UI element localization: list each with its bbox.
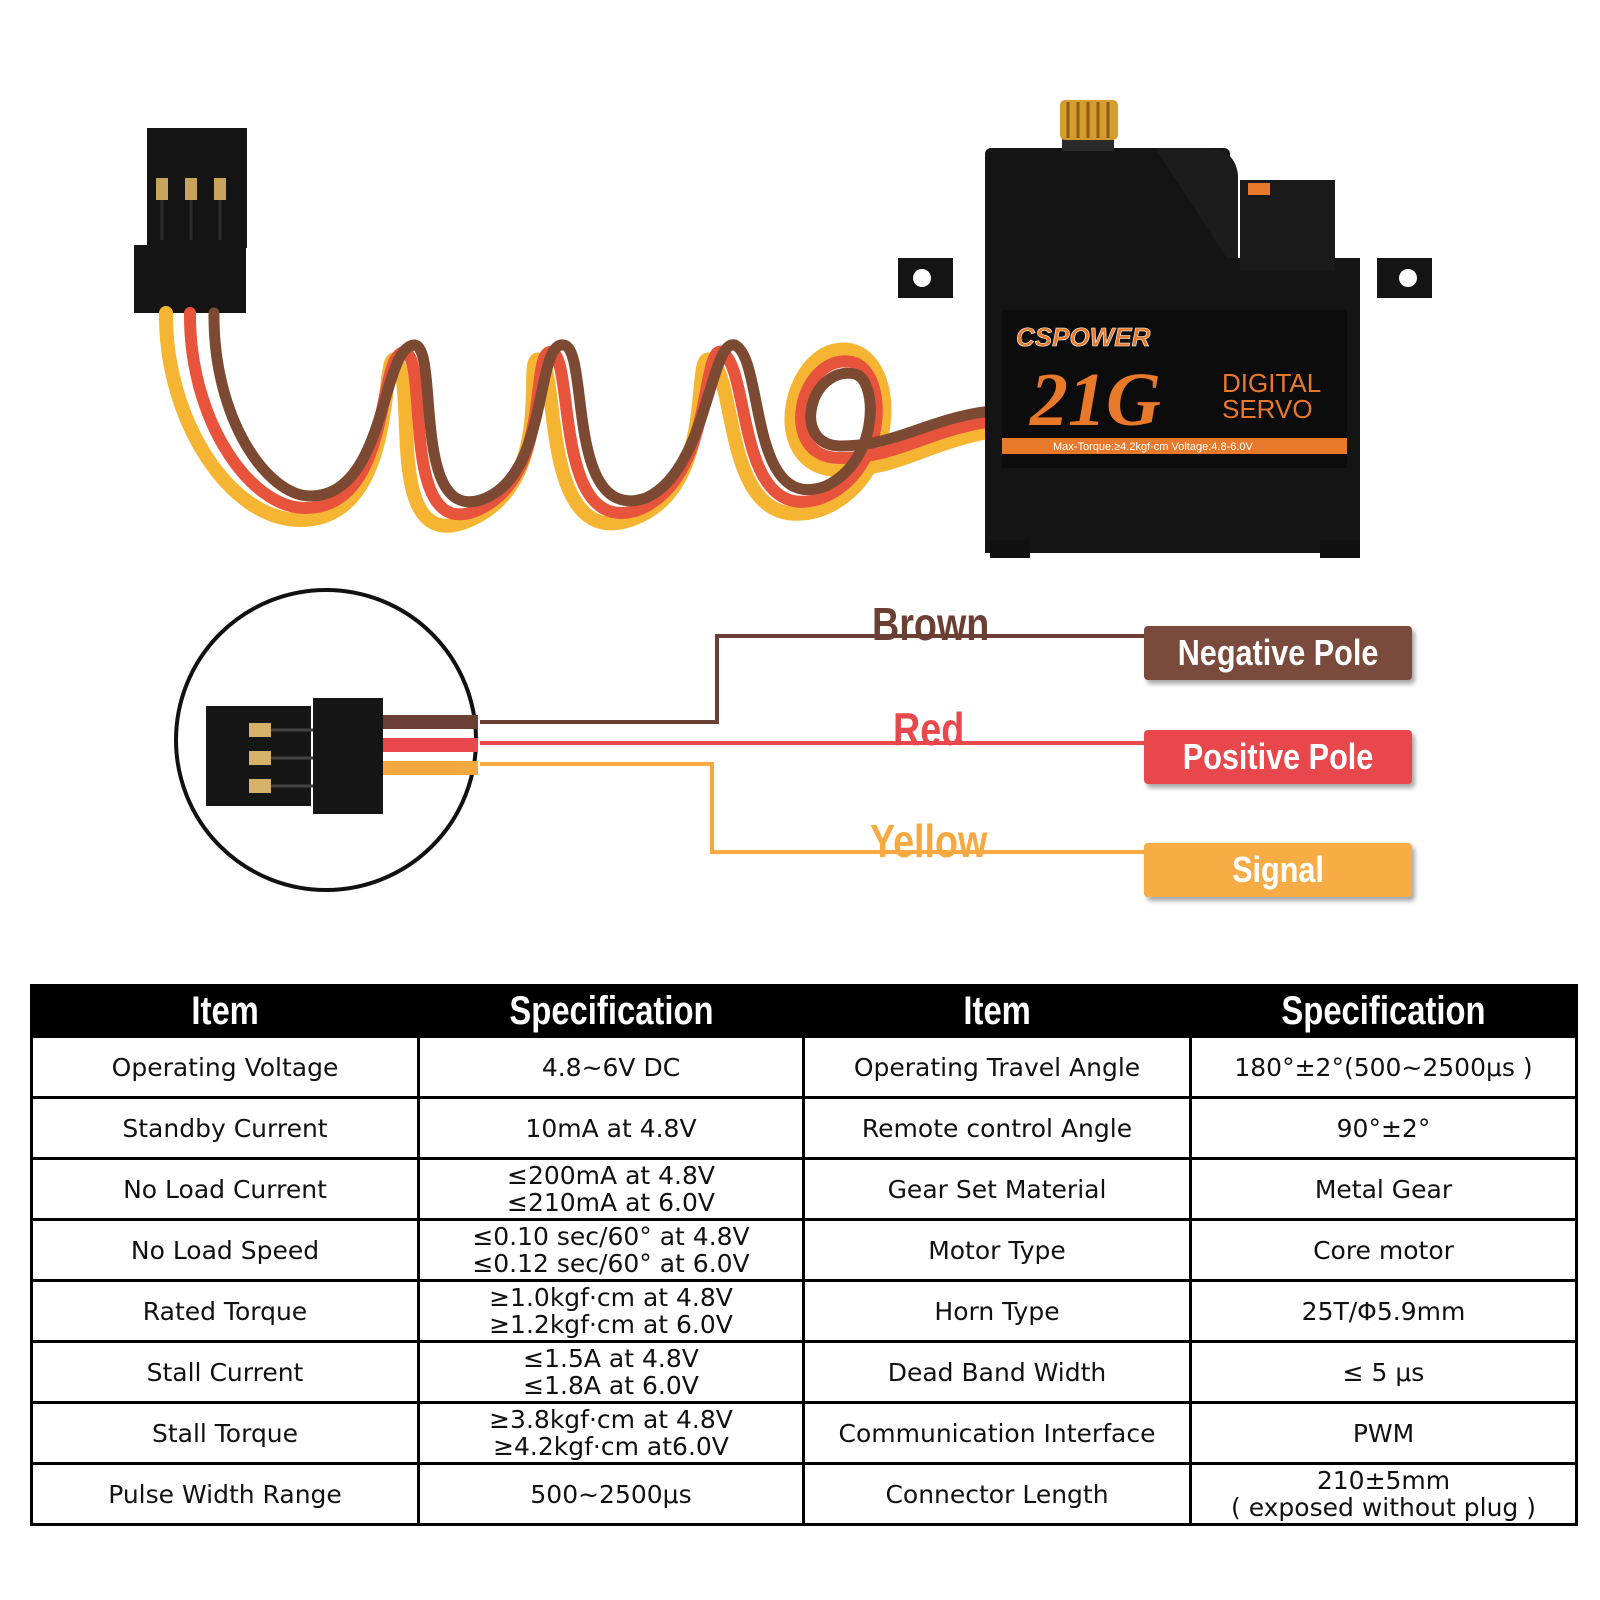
- item-cell: Gear Set Material: [802, 1157, 1192, 1221]
- spec-cell: PWM: [1189, 1401, 1578, 1465]
- table-row: No Load Current ≤200mA at 4.8V≤210mA at …: [30, 1157, 1578, 1221]
- coiled-servo-cable: [158, 306, 1007, 533]
- item-cell: Horn Type: [802, 1279, 1192, 1343]
- table-row: Rated Torque ≥1.0kgf·cm at 4.8V≥1.2kgf·c…: [30, 1279, 1578, 1343]
- item-cell: Rated Torque: [30, 1279, 420, 1343]
- spec-cell: Core motor: [1189, 1218, 1578, 1282]
- spec-cell: 4.8~6V DC: [417, 1035, 805, 1099]
- wire-color-brown: Brown: [872, 598, 990, 650]
- item-cell: Operating Voltage: [30, 1035, 420, 1099]
- spec-cell: ≤ 5 μs: [1189, 1340, 1578, 1404]
- header-item-2: Item: [802, 984, 1192, 1038]
- connector-closeup: [206, 698, 383, 814]
- item-cell: Communication Interface: [802, 1401, 1192, 1465]
- header-item-1: Item: [30, 984, 420, 1038]
- signal-label: Signal: [1144, 843, 1412, 897]
- spec-cell: 25T/Φ5.9mm: [1189, 1279, 1578, 1343]
- wiring-diagram: [174, 588, 1145, 892]
- servo-connector-plug: [134, 128, 247, 313]
- spec-cell: 10mA at 4.8V: [417, 1096, 805, 1160]
- specification-table: Item Specification Item Specification Op…: [30, 984, 1578, 1526]
- spec-cell: ≤200mA at 4.8V≤210mA at 6.0V: [417, 1157, 805, 1221]
- servo-type-line2: SERVO: [1222, 394, 1313, 424]
- wire-color-yellow: Yellow: [870, 815, 988, 867]
- brand-logo-text: CSPOWER: [1016, 322, 1151, 352]
- header-specification-1: Specification: [417, 984, 805, 1038]
- spec-cell: ≤0.10 sec/60° at 4.8V≤0.12 sec/60° at 6.…: [417, 1218, 805, 1282]
- item-cell: No Load Current: [30, 1157, 420, 1221]
- wire-color-red: Red: [893, 703, 965, 755]
- spec-cell: ≥1.0kgf·cm at 4.8V≥1.2kgf·cm at 6.0V: [417, 1279, 805, 1343]
- table-row: No Load Speed ≤0.10 sec/60° at 4.8V≤0.12…: [30, 1218, 1578, 1282]
- table-row: Stall Torque ≥3.8kgf·cm at 4.8V≥4.2kgf·c…: [30, 1401, 1578, 1465]
- servo-type-line1: DIGITAL: [1222, 368, 1321, 398]
- yellow-leader-line: [480, 762, 1145, 854]
- negative-pole-label: Negative Pole: [1144, 626, 1412, 680]
- table-row: Standby Current 10mA at 4.8V Remote cont…: [30, 1096, 1578, 1160]
- item-cell: Standby Current: [30, 1096, 420, 1160]
- label-spec-strip: Max-Torque:≥4.2kgf·cm Voltage:4.8-6.0V: [1053, 441, 1254, 453]
- item-cell: Stall Torque: [30, 1401, 420, 1465]
- servo-body: [898, 100, 1432, 558]
- item-cell: Dead Band Width: [802, 1340, 1192, 1404]
- item-cell: Operating Travel Angle: [802, 1035, 1192, 1099]
- spec-cell: ≥3.8kgf·cm at 4.8V≥4.2kgf·cm at6.0V: [417, 1401, 805, 1465]
- servo-product-illustration: CSPOWER 21G DIGITAL SERVO Max-Torque:≥4.…: [134, 100, 1432, 558]
- table-row: Pulse Width Range 500~2500μs Connector L…: [30, 1462, 1578, 1526]
- positive-pole-label: Positive Pole: [1144, 730, 1412, 784]
- item-cell: Connector Length: [802, 1462, 1192, 1526]
- table-row: Operating Voltage 4.8~6V DC Operating Tr…: [30, 1035, 1578, 1099]
- spec-cell: 210±5mm( exposed without plug ): [1189, 1462, 1578, 1526]
- spec-cell: 500~2500μs: [417, 1462, 805, 1526]
- spec-cell: ≤1.5A at 4.8V≤1.8A at 6.0V: [417, 1340, 805, 1404]
- brown-leader-line: [480, 634, 1145, 724]
- table-header-row: Item Specification Item Specification: [30, 984, 1578, 1038]
- spec-cell: Metal Gear: [1189, 1157, 1578, 1221]
- item-cell: Pulse Width Range: [30, 1462, 420, 1526]
- spec-cell: 90°±2°: [1189, 1096, 1578, 1160]
- table-row: Stall Current ≤1.5A at 4.8V≤1.8A at 6.0V…: [30, 1340, 1578, 1404]
- item-cell: No Load Speed: [30, 1218, 420, 1282]
- model-text: 21G: [1029, 358, 1161, 442]
- item-cell: Remote control Angle: [802, 1096, 1192, 1160]
- item-cell: Stall Current: [30, 1340, 420, 1404]
- header-specification-2: Specification: [1189, 984, 1578, 1038]
- spec-cell: 180°±2°(500~2500μs ): [1189, 1035, 1578, 1099]
- item-cell: Motor Type: [802, 1218, 1192, 1282]
